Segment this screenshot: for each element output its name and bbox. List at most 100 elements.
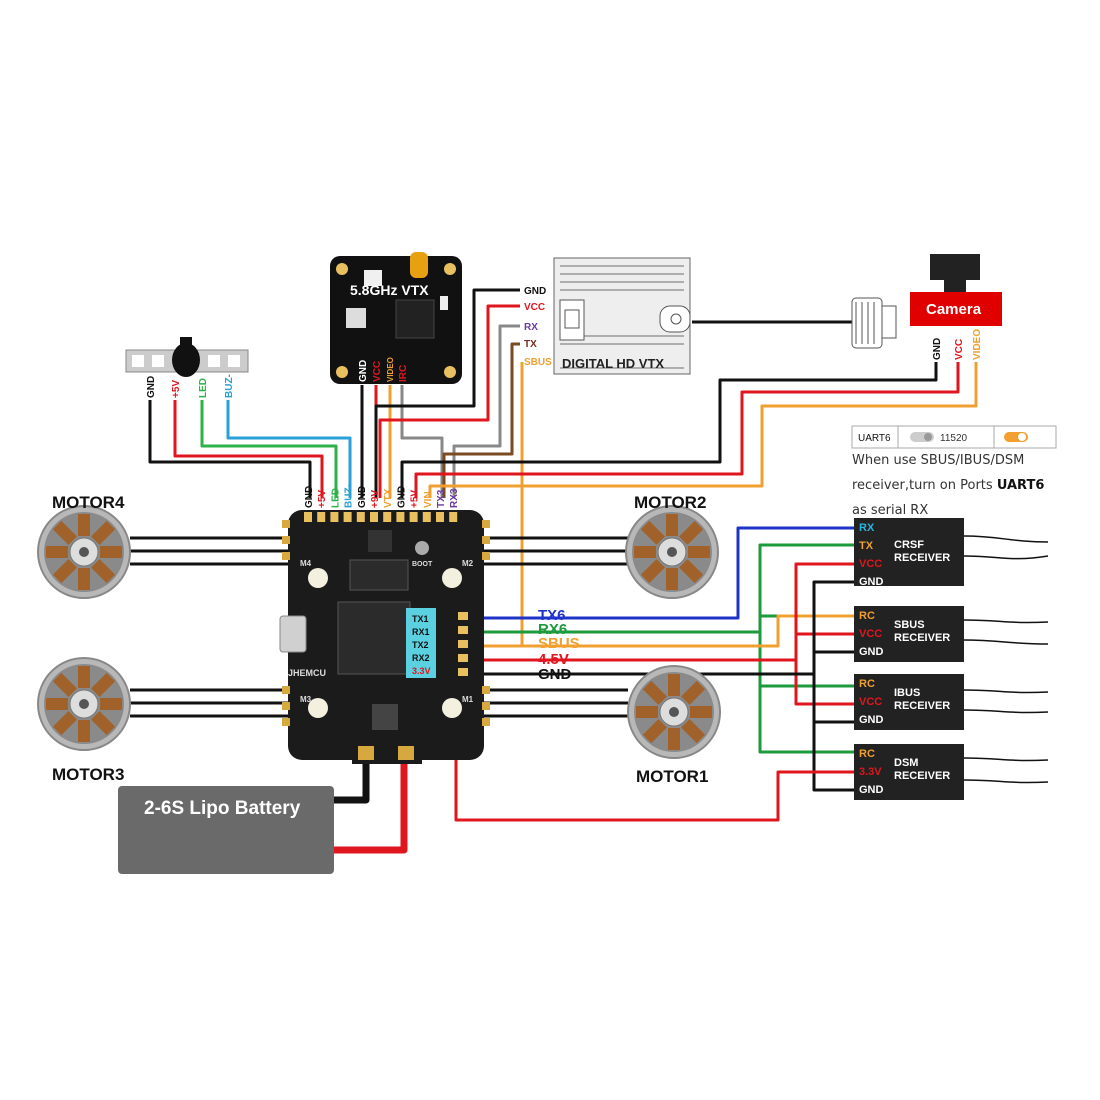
wire-cam-vcc	[414, 362, 960, 498]
board-boot: BOOT	[412, 561, 433, 568]
buzzer-icon	[172, 343, 200, 377]
cam-pin-gnd: GND	[932, 338, 943, 360]
flight-controller-board	[279, 510, 490, 764]
digital-vtx-title: DIGITAL HD VTX	[562, 356, 664, 371]
receiver-pin: RC	[859, 748, 875, 760]
motor4-icon	[37, 505, 131, 599]
receiver-pin: RC	[859, 610, 875, 622]
top-pin-label: GND	[396, 486, 407, 508]
pad-rx6: RX6	[538, 621, 567, 638]
wire-rx6	[482, 543, 856, 634]
top-pad	[330, 512, 339, 522]
uart-label-tx1: TX1	[412, 614, 429, 624]
wire-tx6	[482, 526, 856, 620]
wire-cam-video	[428, 362, 978, 498]
board-corner-m4: M4	[300, 559, 312, 568]
board-corner-m1: M1	[462, 695, 474, 704]
cam-pin-video: VIDEO	[972, 329, 983, 360]
wire-battery-pos	[330, 748, 408, 854]
pad-sbus: SBUS	[538, 635, 580, 652]
uart6-switch: UART6 11520	[851, 425, 1057, 449]
top-pad	[436, 512, 444, 522]
buzzer-led-board	[125, 337, 249, 377]
buzzer-pin-buz: BUZ-	[224, 374, 235, 398]
motor1-icon	[627, 665, 721, 759]
top-pin-label: GND	[304, 486, 315, 508]
note-line2-text: receiver,turn on Ports	[852, 478, 993, 493]
top-pin-label: VIN	[423, 491, 434, 508]
buzzer-pin-5v: +5V	[171, 380, 182, 398]
motor2-icon	[625, 505, 719, 599]
vtx-pin-irc: IRC	[398, 365, 409, 382]
receiver-type: RECEIVER	[894, 700, 950, 712]
note-line2: receiver,turn on Ports UART6	[852, 473, 1092, 498]
top-pin-label: VTX	[383, 488, 394, 508]
uart-label-rx2: RX2	[412, 653, 430, 663]
pad-gnd: GND	[538, 666, 572, 683]
top-pad	[343, 512, 352, 522]
note-line3: as serial RX	[852, 503, 929, 518]
wire-battery-neg	[330, 748, 370, 804]
top-pad	[383, 512, 392, 522]
wire-dvtx-gnd	[374, 288, 520, 498]
receiver-pin: GND	[859, 646, 884, 658]
receiver-pin: 3.3V	[859, 766, 882, 778]
receiver-pin: GND	[859, 714, 884, 726]
receiver-pin: GND	[859, 576, 884, 588]
receiver-name: CRSF	[894, 539, 924, 551]
top-pad	[449, 512, 458, 522]
receiver-pin: VCC	[859, 628, 882, 640]
wire-45v	[482, 562, 856, 662]
motor3-label: MOTOR3	[52, 765, 124, 784]
dvtx-pin-sbus: SBUS	[524, 357, 552, 368]
board-corner-m3: M3	[300, 695, 312, 704]
top-pin-label: +5V	[410, 490, 421, 508]
receiver-pin: VCC	[859, 696, 882, 708]
digital-camera	[851, 297, 897, 349]
digital-hd-vtx: DIGITAL HD VTX	[553, 257, 691, 375]
receiver-pin: TX	[859, 540, 874, 552]
buzzer-pin-led: LED	[198, 378, 209, 398]
uart-label-rx1: RX1	[412, 627, 430, 637]
wire-vtx-irc	[400, 385, 444, 498]
receiver-type: RECEIVER	[894, 632, 950, 644]
top-pad	[317, 512, 326, 522]
pad-tx6: TX6	[538, 607, 566, 624]
lipo-battery: 2-6S Lipo Battery	[118, 786, 334, 874]
receiver-pin: VCC	[859, 558, 882, 570]
top-pad	[396, 512, 405, 522]
wire-buzzer-gnd	[148, 400, 312, 498]
vtx-pin-video: VIDEO	[386, 357, 395, 382]
note-line1: When use SBUS/IBUS/DSM	[852, 453, 1025, 468]
top-pad	[409, 512, 418, 522]
uart6-value: 11520	[940, 433, 968, 444]
receiver-type: RECEIVER	[894, 770, 950, 782]
top-pin-label: +5V	[317, 490, 328, 508]
top-pad	[422, 512, 431, 522]
wire-buzzer-5v	[173, 400, 324, 498]
top-pin-label: RX3	[449, 488, 460, 508]
receiver-pin: GND	[859, 784, 884, 796]
battery-label: 2-6S Lipo Battery	[144, 798, 301, 819]
uart-label-tx2: TX2	[412, 640, 429, 650]
analog-vtx: 5.8GHz VTX	[330, 252, 462, 384]
pad-45v: 4.5V	[538, 651, 569, 668]
wire-33v	[454, 660, 856, 822]
uart-label-33v: 3.3V	[412, 666, 431, 676]
dvtx-pin-gnd: GND	[524, 286, 546, 297]
vtx-pin-vcc: VCC	[372, 361, 383, 382]
vtx-pin-gnd: GND	[358, 360, 369, 382]
wire-cam-gnd	[400, 362, 938, 498]
uart6-label: UART6	[858, 433, 891, 444]
board-corner-m2: M2	[462, 559, 474, 568]
top-pin-label: BUZ-	[344, 484, 355, 508]
top-pad	[370, 512, 378, 522]
receiver-name: DSM	[894, 757, 918, 769]
dvtx-pin-vcc: VCC	[524, 302, 545, 313]
top-pad	[304, 512, 312, 522]
wire-buzzer-buz	[226, 400, 352, 498]
